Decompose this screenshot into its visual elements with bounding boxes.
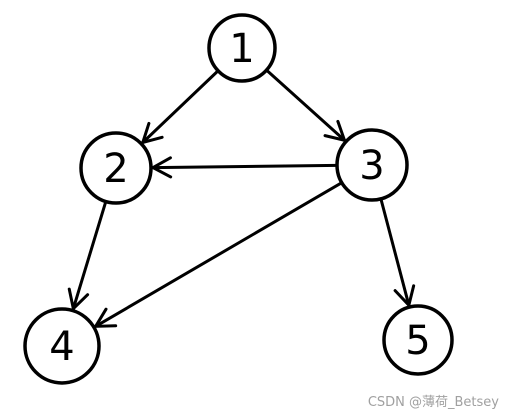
nodes-layer: 1 2 3 4 5 xyxy=(23,13,454,385)
edge-3-to-4 xyxy=(92,181,344,328)
edges-layer xyxy=(67,68,416,328)
node-circle xyxy=(207,13,277,83)
node-circle xyxy=(382,304,454,376)
node-circle xyxy=(335,128,409,202)
edge-3-to-2 xyxy=(149,156,339,179)
node-label: 5 xyxy=(405,318,430,364)
node-label: 4 xyxy=(49,324,74,370)
arrowhead xyxy=(149,156,173,179)
node-5: 5 xyxy=(382,304,454,376)
node-label: 2 xyxy=(103,146,128,192)
node-2: 2 xyxy=(79,131,153,205)
watermark-text: CSDN @薄荷_Betsey xyxy=(367,395,499,410)
edge-1-to-3 xyxy=(265,68,347,143)
arrowhead xyxy=(92,307,118,328)
arrowhead xyxy=(323,119,347,143)
node-label: 3 xyxy=(359,143,384,189)
edge-1-to-2 xyxy=(140,69,220,145)
node-circle xyxy=(23,307,101,385)
node-1: 1 xyxy=(207,13,277,83)
edge-3-to-5 xyxy=(379,197,416,309)
arrowhead xyxy=(393,284,416,309)
edge-2-to-4 xyxy=(67,199,108,312)
node-3: 3 xyxy=(335,128,409,202)
arrowhead xyxy=(140,121,164,145)
node-label: 1 xyxy=(229,26,254,72)
node-4: 4 xyxy=(23,307,101,385)
node-circle xyxy=(79,131,153,205)
arrowhead xyxy=(67,287,90,312)
